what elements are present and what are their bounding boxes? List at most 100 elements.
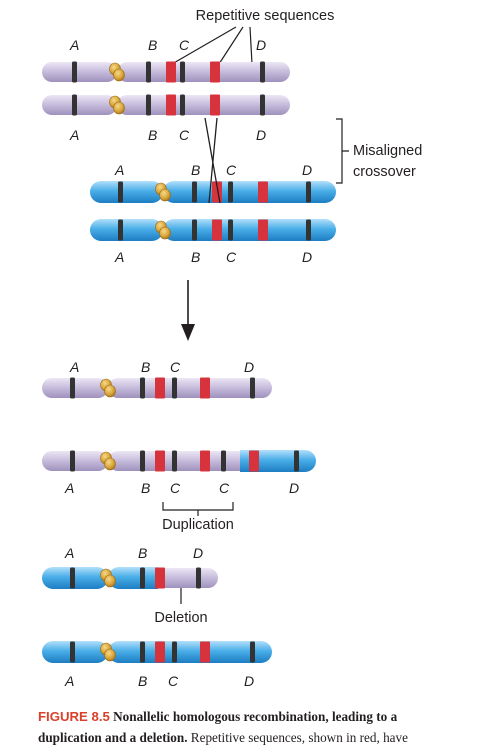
locus-a-label: A bbox=[114, 249, 124, 265]
gene-band bbox=[180, 61, 185, 83]
repeat-band bbox=[258, 181, 268, 203]
gene-band bbox=[118, 181, 123, 203]
locus-b-label: B bbox=[138, 673, 147, 689]
locus-a-label: A bbox=[64, 545, 74, 561]
gene-band bbox=[172, 450, 177, 472]
gene-band bbox=[72, 94, 77, 116]
nahr-diagram: Repetitive sequences A B C D A B C D A B… bbox=[42, 8, 422, 689]
figure-caption: FIGURE 8.5 Nonallelic homologous recombi… bbox=[38, 706, 478, 748]
caption-text: Repetitive sequences, shown in red, have bbox=[190, 730, 408, 745]
chromosome-arm bbox=[117, 95, 290, 115]
chromosome-arm bbox=[163, 219, 336, 241]
gene-band bbox=[146, 61, 151, 83]
locus-a-label: A bbox=[64, 673, 74, 689]
crossover-lines bbox=[204, 117, 221, 204]
locus-b-label: B bbox=[191, 162, 200, 178]
chromosome-arm bbox=[90, 181, 163, 203]
chromosome-lavender-2 bbox=[42, 94, 290, 116]
gene-band bbox=[140, 450, 145, 472]
chromosome-duplication bbox=[42, 450, 316, 472]
chromosome-result-blue bbox=[42, 641, 272, 663]
gene-band bbox=[228, 181, 233, 203]
gene-band bbox=[250, 641, 255, 663]
locus-d-label: D bbox=[256, 127, 266, 143]
chromosome-deletion bbox=[42, 567, 218, 589]
locus-a-label: A bbox=[64, 480, 74, 496]
repeat-band bbox=[212, 219, 222, 241]
locus-c-label: C bbox=[226, 162, 237, 178]
repeat-pointer-lines bbox=[171, 26, 253, 65]
duplication-label: Duplication bbox=[162, 517, 234, 533]
locus-b-label: B bbox=[191, 249, 200, 265]
chromosome-blue-2 bbox=[90, 219, 336, 241]
gene-band bbox=[192, 219, 197, 241]
repeat-band bbox=[155, 377, 165, 399]
locus-c-label: C bbox=[179, 127, 190, 143]
locus-d-label: D bbox=[193, 545, 203, 561]
gene-band bbox=[221, 450, 226, 472]
chromosome-arm bbox=[163, 181, 336, 203]
locus-b-label: B bbox=[141, 359, 150, 375]
chromosome-arm bbox=[90, 219, 163, 241]
centromere bbox=[100, 568, 116, 588]
chromosome-arm bbox=[108, 567, 158, 589]
chromosome-arm bbox=[108, 641, 272, 663]
chromosome-lavender-1 bbox=[42, 61, 290, 83]
locus-c-label: C bbox=[226, 249, 237, 265]
gene-band bbox=[172, 377, 177, 399]
gene-band bbox=[260, 61, 265, 83]
centromere bbox=[155, 220, 171, 240]
repeat-band bbox=[200, 377, 210, 399]
gene-band bbox=[306, 219, 311, 241]
locus-d-label: D bbox=[244, 359, 254, 375]
chromosome-arm bbox=[42, 95, 117, 115]
repeat-band bbox=[200, 641, 210, 663]
repetitive-sequences-label: Repetitive sequences bbox=[196, 8, 335, 24]
gene-band bbox=[250, 377, 255, 399]
locus-c-label: C bbox=[179, 37, 190, 53]
gene-band bbox=[192, 181, 197, 203]
gene-band bbox=[306, 181, 311, 203]
locus-a-label: A bbox=[69, 37, 79, 53]
gene-band bbox=[70, 377, 75, 399]
locus-c-label: C bbox=[168, 673, 179, 689]
chromosome-arm bbox=[158, 568, 218, 588]
duplication-bracket-icon bbox=[162, 502, 234, 516]
caption-title-line1: Nonallelic homologous recombination, lea… bbox=[113, 709, 398, 724]
locus-b-label: B bbox=[141, 480, 150, 496]
gene-band bbox=[70, 567, 75, 589]
repeat-band bbox=[249, 450, 259, 472]
chromosome-arm bbox=[108, 378, 272, 398]
gene-band bbox=[260, 94, 265, 116]
repeat-band bbox=[155, 450, 165, 472]
repeat-band bbox=[200, 450, 210, 472]
gene-band bbox=[294, 450, 299, 472]
caption-label: FIGURE 8.5 bbox=[38, 709, 110, 724]
gene-band bbox=[118, 219, 123, 241]
chromosome-arm bbox=[42, 62, 117, 82]
repeat-band bbox=[166, 61, 176, 83]
gene-band bbox=[70, 641, 75, 663]
bracket-icon bbox=[336, 118, 349, 184]
down-arrow-icon bbox=[181, 280, 195, 341]
repeat-band bbox=[210, 94, 220, 116]
locus-d-label: D bbox=[244, 673, 254, 689]
gene-band bbox=[140, 377, 145, 399]
centromere bbox=[100, 451, 116, 471]
locus-d-label: D bbox=[302, 162, 312, 178]
centromere bbox=[155, 182, 171, 202]
locus-d-label: D bbox=[289, 480, 299, 496]
repeat-band bbox=[258, 219, 268, 241]
locus-a-label: A bbox=[69, 359, 79, 375]
locus-a-label: A bbox=[114, 162, 124, 178]
repeat-band bbox=[155, 641, 165, 663]
locus-b-label: B bbox=[148, 127, 157, 143]
gene-band bbox=[72, 61, 77, 83]
deletion-label: Deletion bbox=[154, 610, 207, 626]
chromosome-blue-1 bbox=[90, 181, 336, 203]
repeat-band bbox=[210, 61, 220, 83]
chromosome-result-lavender bbox=[42, 377, 272, 399]
centromere bbox=[109, 95, 125, 115]
centromere bbox=[100, 642, 116, 662]
gene-band bbox=[140, 567, 145, 589]
